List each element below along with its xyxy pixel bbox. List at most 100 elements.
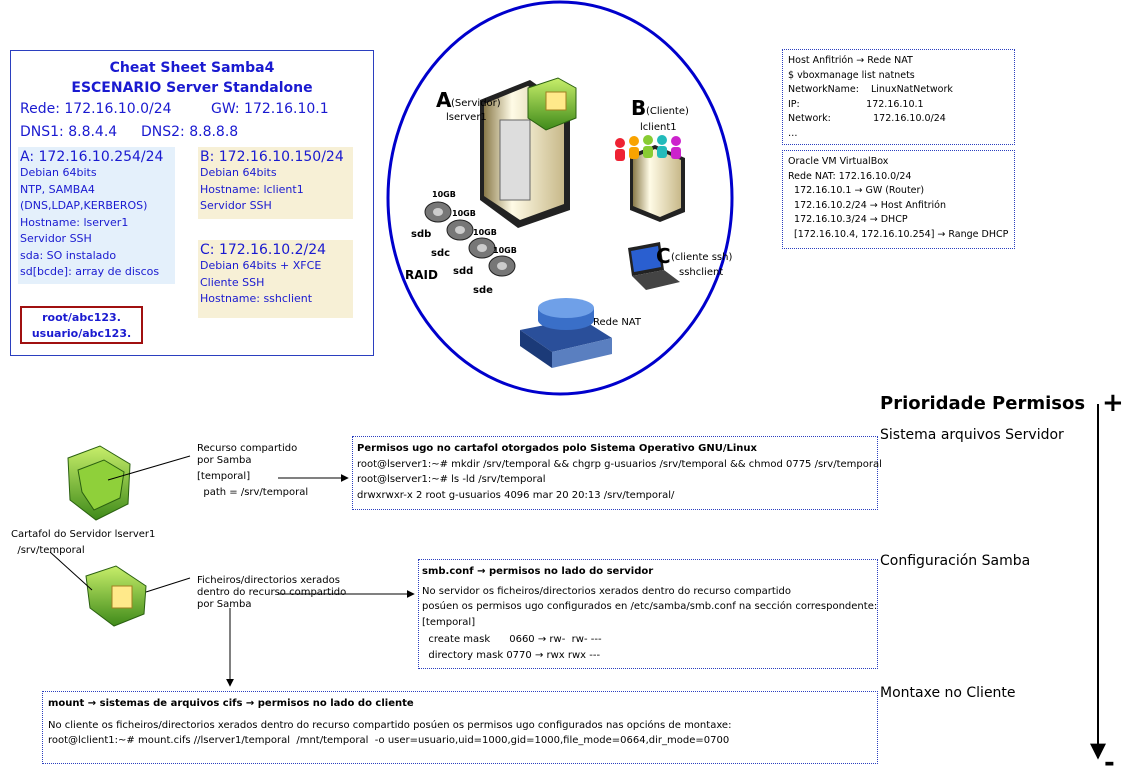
disk-size: 10GB xyxy=(432,190,456,199)
ficheiros-label: Ficheiros/directorios xerados dentro do … xyxy=(197,575,346,611)
ficheiros-line: Ficheiros/directorios xerados xyxy=(197,575,340,586)
host-b-line: Debian 64bits xyxy=(200,166,277,179)
nat-vbox-line: 172.16.10.1 → GW (Router) xyxy=(788,185,925,196)
cheat-title: Cheat Sheet Samba4 xyxy=(109,60,275,76)
host-b-line: Hostname: lclient1 xyxy=(200,182,304,196)
nat-vbox-line: 172.16.10.2/24 → Host Anfitrión xyxy=(788,199,946,211)
host-b-hostname: lclient1 xyxy=(640,122,677,133)
os-permissions-line: root@lserver1:~# ls -ld /srv/temporal xyxy=(357,474,546,485)
samba-permissions-title: smb.conf → permisos no lado do servidor xyxy=(422,566,654,577)
samba-permissions-line: create mask 0660 → rw- rw- --- xyxy=(422,634,602,645)
host-a-line: sd[bcde]: array de discos xyxy=(20,265,160,278)
recurso-line: path = /srv/temporal xyxy=(197,487,309,498)
host-a-letter: A xyxy=(436,88,452,112)
dns2-text: DNS2: 8.8.8.8 xyxy=(141,124,239,140)
recurso-line: por Samba xyxy=(197,455,252,466)
host-a-line: sda: SO instalado xyxy=(20,248,117,262)
host-a-line: Hostname: lserver1 xyxy=(20,215,129,229)
host-c-line: Hostname: sshclient xyxy=(200,292,313,305)
host-c-role: (cliente ssh) xyxy=(671,252,733,263)
cartafol-label: Cartafol do Servidor lserver1 /srv/tempo… xyxy=(11,529,155,557)
gw-text: GW: 172.16.10.1 xyxy=(211,101,329,117)
laptop-icon xyxy=(628,242,680,290)
hard-disk-icon xyxy=(424,201,452,223)
nat-host-box: Host Anfitrión → Rede NAT $ vboxmanage l… xyxy=(782,49,1015,145)
credentials-box: root/abc123. usuario/abc123. xyxy=(20,306,143,344)
nat-host-line: … xyxy=(788,127,798,139)
connector-cartafol xyxy=(49,551,93,591)
host-a-role: (Servidor) xyxy=(451,98,501,109)
nat-vbox-line: Oracle VM VirtualBox xyxy=(788,156,889,167)
recurso-label: Recurso compartido por Samba [temporal] … xyxy=(197,443,308,499)
credential-usuario: usuario/abc123. xyxy=(31,327,132,340)
credential-root: root/abc123. xyxy=(42,311,121,324)
host-c-line: Cliente SSH xyxy=(200,275,265,289)
nat-label: Rede NAT xyxy=(593,317,641,328)
host-a-header: A: 172.16.10.254/24 xyxy=(20,149,164,165)
disk-name: sdc xyxy=(431,248,451,259)
recurso-line: [temporal] xyxy=(197,471,251,482)
hard-disk-icon xyxy=(488,255,516,277)
host-a-hostname: lserver1 xyxy=(446,112,487,123)
client-permissions-box: mount → sistemas de arquivos cifs → perm… xyxy=(42,691,878,764)
ficheiros-line: por Samba xyxy=(197,599,252,610)
os-permissions-line: drwxrwxr-x 2 root g-usuarios 4096 mar 20… xyxy=(357,489,675,501)
ficheiros-line: dentro do recurso compartido xyxy=(197,587,347,598)
host-a-box: A: 172.16.10.254/24 Debian 64bits NTP, S… xyxy=(18,147,175,284)
scenario-diagram xyxy=(386,0,734,396)
os-permissions-title: Permisos ugo no cartafol otorgados polo … xyxy=(357,443,757,454)
connector-recurso xyxy=(107,455,191,481)
nat-host-line: NetworkName: LinuxNatNetwork xyxy=(788,84,953,95)
connector-ficheiros xyxy=(145,577,191,593)
nat-host-line: $ vboxmanage list natnets xyxy=(788,69,915,81)
shared-folder-icon xyxy=(67,445,131,521)
router-icon xyxy=(520,298,612,368)
priority-plus: + xyxy=(1102,388,1124,418)
disk-name: sdb xyxy=(411,229,432,240)
folder-icon xyxy=(527,77,577,131)
samba-permissions-line: posúen os permisos ugo configurados en /… xyxy=(422,601,878,612)
flow-arrows xyxy=(49,404,1106,760)
os-permissions-line: root@lserver1:~# mkdir /srv/temporal && … xyxy=(357,458,882,470)
host-b-header: B: 172.16.10.150/24 xyxy=(200,149,344,165)
disk-size: 10GB xyxy=(493,246,517,255)
cheat-sheet-box: Cheat Sheet Samba4 ESCENARIO Server Stan… xyxy=(10,50,374,356)
host-c-letter: C xyxy=(656,244,671,268)
users-group-icon xyxy=(615,135,681,161)
priority-title: Prioridade Permisos xyxy=(880,393,1086,414)
disk-size: 10GB xyxy=(452,209,476,218)
recurso-line: Recurso compartido xyxy=(197,443,298,454)
cartafol-line: Cartafol do Servidor lserver1 xyxy=(11,529,156,540)
nat-host-line: Network: 172.16.10.0/24 xyxy=(788,113,946,124)
client-permissions-title: mount → sistemas de arquivos cifs → perm… xyxy=(48,698,414,709)
client-permissions-line: No cliente os ficheiros/directorios xera… xyxy=(48,719,732,731)
priority-level-samba: Configuración Samba xyxy=(880,553,1031,569)
host-c-header: C: 172.16.10.2/24 xyxy=(200,242,327,258)
host-c-hostname: sshclient xyxy=(679,267,724,278)
client-server-icon xyxy=(630,145,685,222)
nat-virtualbox-box: Oracle VM VirtualBox Rede NAT: 172.16.10… xyxy=(782,150,1015,249)
nat-host-line: IP: 172.16.10.1 xyxy=(788,98,924,110)
samba-permissions-line: [temporal] xyxy=(422,616,476,628)
nat-host-line: Host Anfitrión → Rede NAT xyxy=(788,55,913,66)
nat-vbox-line: [172.16.10.4, 172.16.10.254] → Range DHC… xyxy=(788,228,1009,240)
host-b-letter: B xyxy=(631,96,647,120)
samba-permissions-line: No servidor os ficheiros/directorios xer… xyxy=(422,585,792,597)
host-a-line: Debian 64bits xyxy=(20,166,97,179)
host-c-line: Debian 64bits + XFCE xyxy=(200,259,322,272)
disk-name: sde xyxy=(473,285,493,296)
host-b-line: Servidor SSH xyxy=(200,199,272,212)
files-folder-icon xyxy=(85,565,147,627)
cheat-subtitle: ESCENARIO Server Standalone xyxy=(71,80,313,96)
host-a-line: NTP, SAMBA4 xyxy=(20,182,95,196)
disk-size: 10GB xyxy=(473,228,497,237)
raid-label: RAID xyxy=(405,268,438,282)
priority-level-server: Sistema arquivos Servidor xyxy=(880,427,1064,443)
disk-name: sdd xyxy=(453,266,474,277)
client-permissions-line: root@lclient1:~# mount.cifs //lserver1/t… xyxy=(48,735,730,746)
host-a-line: (DNS,LDAP,KERBEROS) xyxy=(20,199,148,212)
nat-vbox-line: Rede NAT: 172.16.10.0/24 xyxy=(788,170,912,182)
priority-minus: - xyxy=(1104,748,1115,778)
hard-disk-icon xyxy=(446,219,474,241)
host-c-box: C: 172.16.10.2/24 Debian 64bits + XFCE C… xyxy=(198,240,353,318)
